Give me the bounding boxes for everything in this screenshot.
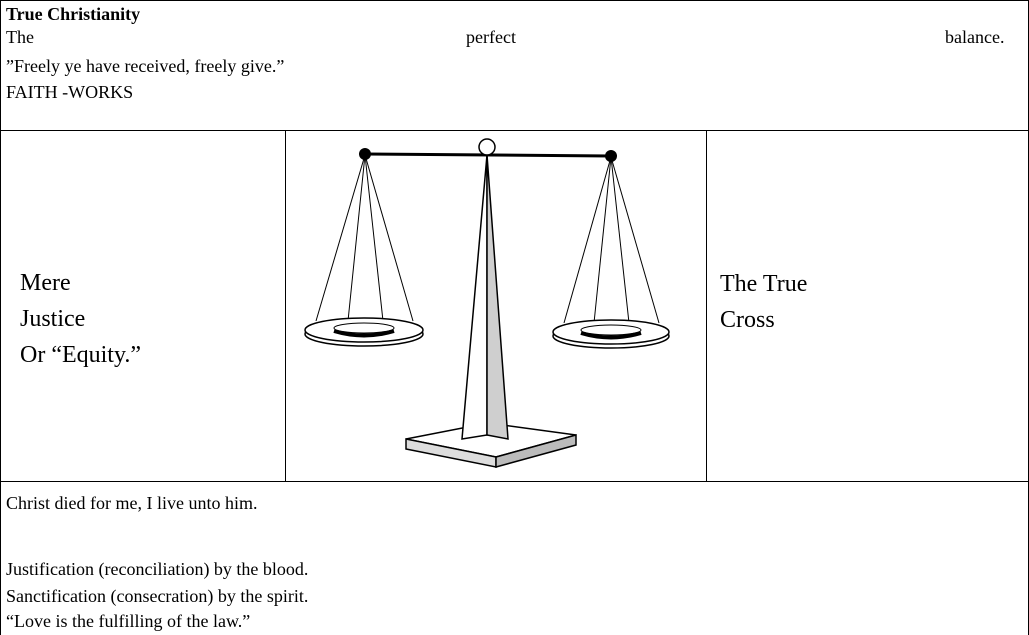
- right-pan-strings: [563, 156, 660, 324]
- row-divider-2: [0, 481, 1029, 482]
- faith-works-label: FAITH -WORKS: [6, 82, 134, 102]
- left-line-mere: Mere: [20, 270, 71, 296]
- balance-scale-icon: [304, 138, 670, 468]
- scale-base: [405, 422, 577, 468]
- scale-column: [461, 154, 509, 440]
- table-border-top: [0, 0, 1029, 1]
- right-pan: [552, 319, 670, 349]
- scale-left-knob: [359, 148, 371, 160]
- left-pan: [304, 317, 424, 347]
- balance-word-perfect: perfect: [466, 27, 516, 47]
- freely-give-quote: ”Freely ye have received, freely give.”: [6, 56, 285, 76]
- table-border-left: [0, 0, 1, 635]
- scale-top-ball: [478, 138, 496, 156]
- left-pan-strings: [315, 154, 414, 322]
- left-line-equity: Or “Equity.”: [20, 342, 142, 368]
- scale-right-knob: [605, 150, 617, 162]
- balance-word-balance: balance.: [945, 27, 1005, 47]
- footer-line-love: “Love is the fulfilling of the law.”: [6, 611, 251, 631]
- balance-word-the: The: [6, 27, 34, 47]
- footer-line-christ-died: Christ died for me, I live unto him.: [6, 493, 258, 513]
- right-line-the-true: The True: [720, 271, 808, 297]
- left-line-justice: Justice: [20, 306, 86, 332]
- footer-line-justification: Justification (reconciliation) by the bl…: [6, 559, 309, 579]
- col-divider-1: [285, 130, 286, 481]
- document-title: True Christianity: [6, 4, 141, 24]
- right-line-cross: Cross: [720, 307, 775, 333]
- col-divider-2: [706, 130, 707, 481]
- footer-line-sanctification: Sanctification (consecration) by the spi…: [6, 586, 309, 606]
- row-divider-1: [0, 130, 1029, 131]
